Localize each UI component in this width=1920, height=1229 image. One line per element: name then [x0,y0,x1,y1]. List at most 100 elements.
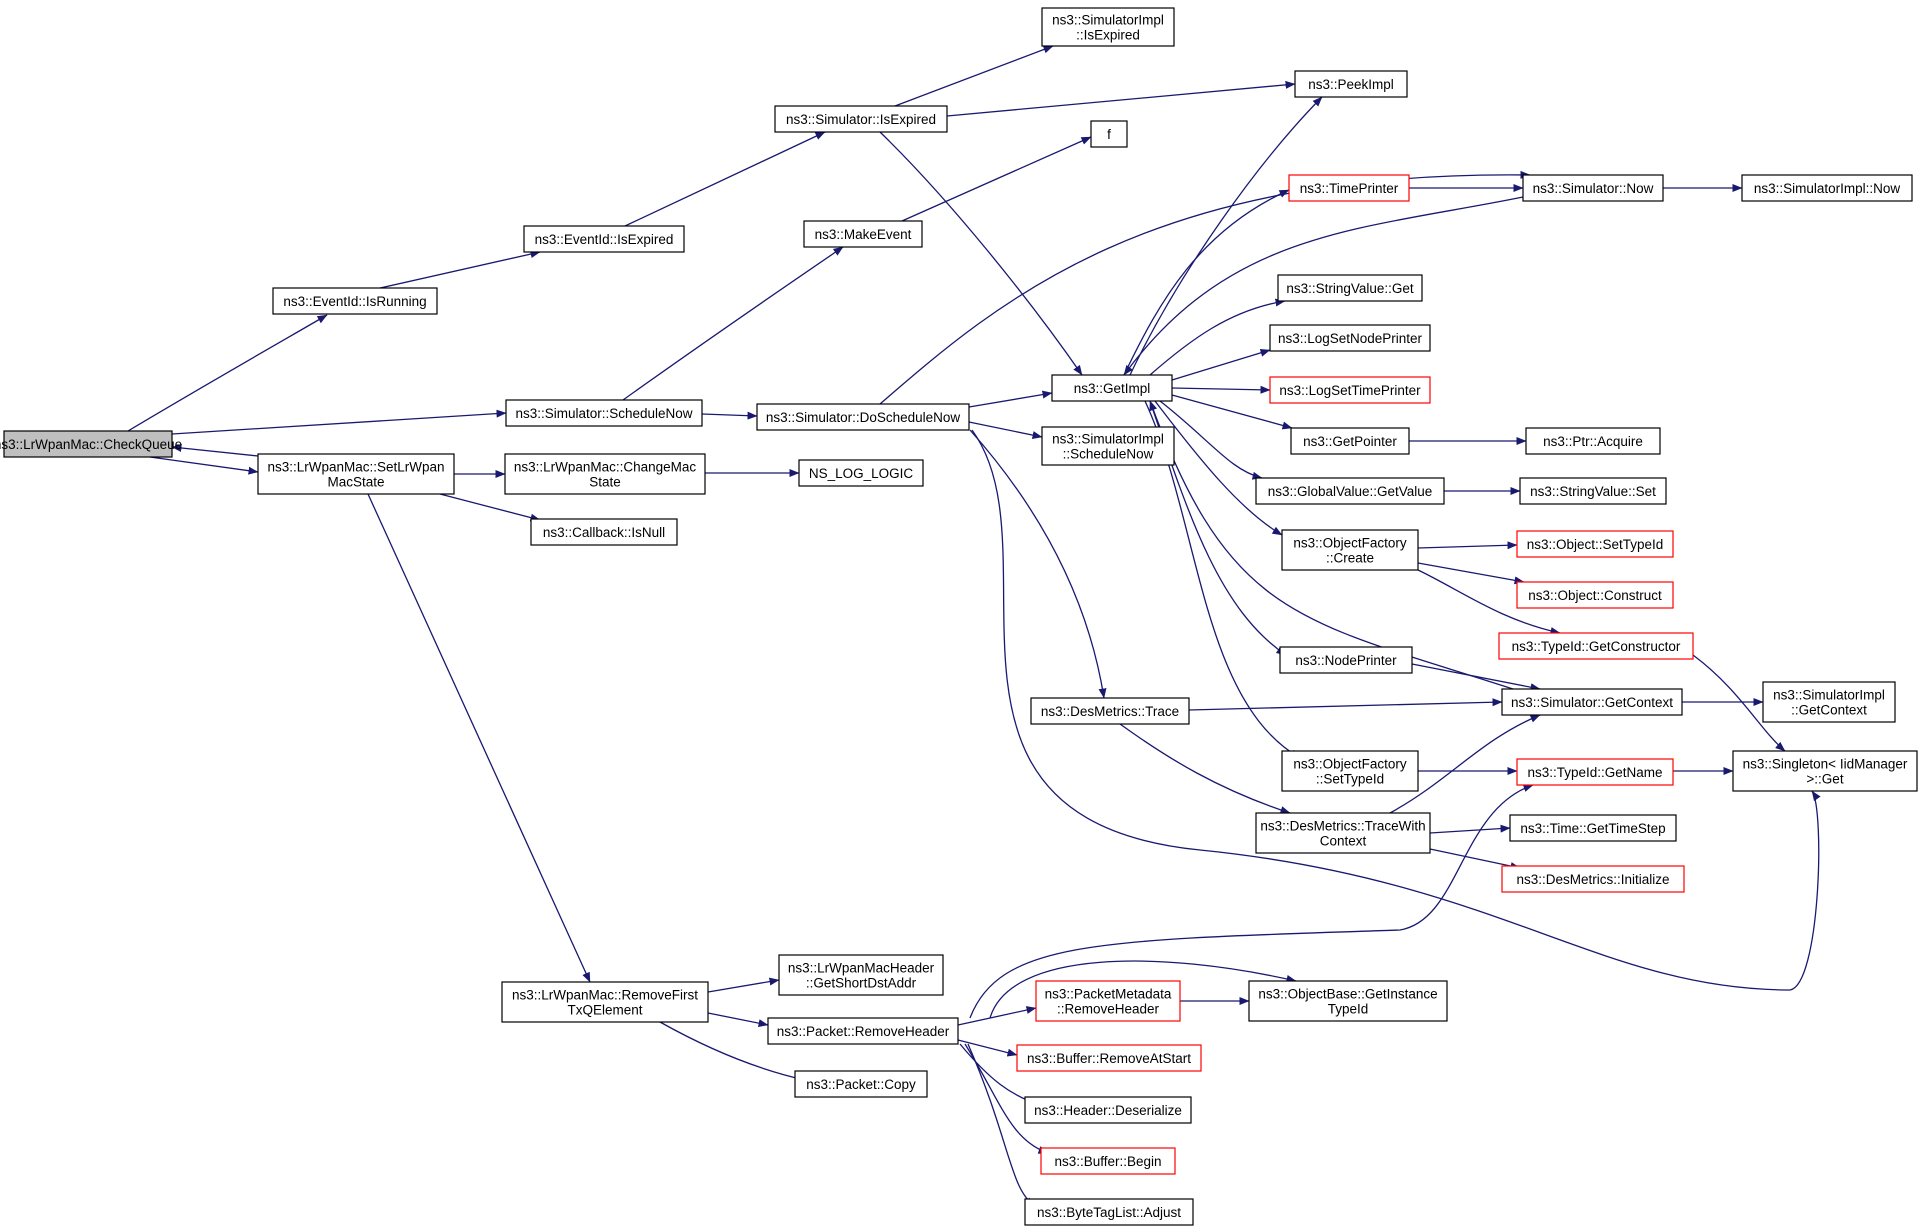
node-box [1030,697,1190,725]
node-box [1501,688,1683,716]
node-simimpl-getcontext[interactable]: ns3::SimulatorImpl::GetContext [1762,681,1896,723]
node-objectfactory-settypeid[interactable]: ns3::ObjectFactory::SetTypeId [1281,750,1419,792]
node-label: ns3::ObjectFactory [1293,757,1407,772]
edge-checkqueue-to-isrunning [127,314,328,432]
node-label: ns3::NodePrinter [1295,653,1397,668]
node-callback-isnull[interactable]: ns3::Callback::IsNull [530,518,678,546]
edge-tracewithcontext-to-simulator-getcontext [1389,714,1541,814]
node-time-gettimestep[interactable]: ns3::Time::GetTimeStep [1509,814,1677,842]
node-label: ns3::Ptr::Acquire [1543,434,1643,449]
node-ptr-acquire[interactable]: ns3::Ptr::Acquire [1525,427,1661,455]
edge-getimpl-to-getpointer [1171,394,1293,430]
node-packet-removeheader[interactable]: ns3::Packet::RemoveHeader [767,1017,959,1045]
node-stringvalue-get[interactable]: ns3::StringValue::Get [1277,274,1423,302]
node-getimpl[interactable]: ns3::GetImpl [1051,374,1173,402]
node-timeprinter[interactable]: ns3::TimePrinter [1288,174,1410,202]
edge-getimpl-to-lognodeprinter [1171,348,1271,381]
node-doschedulenow[interactable]: ns3::Simulator::DoScheduleNow [756,403,970,431]
node-object-settypeid[interactable]: ns3::Object::SetTypeId [1516,530,1674,558]
node-simimpl-now[interactable]: ns3::SimulatorImpl::Now [1741,174,1913,202]
node-box [1509,814,1677,842]
node-box [1024,1096,1192,1124]
edge-simulator-now-to-getimpl [1123,196,1524,376]
node-ns-log-logic[interactable]: NS_LOG_LOGIC [798,459,924,487]
node-box [1522,174,1664,202]
node-isrunning[interactable]: ns3::EventId::IsRunning [272,287,438,315]
edge-getimpl-to-peekimpl [1129,96,1323,376]
edge-eventid-isexpired-to-simulator-isexpired [624,131,826,227]
node-box [1290,427,1410,455]
node-peekimpl[interactable]: ns3::PeekImpl [1294,70,1408,98]
node-label: ::GetShortDstAddr [806,976,917,991]
node-eventid-isexpired[interactable]: ns3::EventId::IsExpired [523,225,685,253]
node-getpointer[interactable]: ns3::GetPointer [1290,427,1410,455]
node-getshortdstaddr[interactable]: ns3::LrWpanMacHeader::GetShortDstAddr [778,954,944,996]
node-nodeprinter[interactable]: ns3::NodePrinter [1279,646,1413,674]
node-lognodeprinter[interactable]: ns3::LogSetNodePrinter [1269,324,1431,352]
node-box [1277,274,1423,302]
node-label: ns3::Simulator::DoScheduleNow [766,410,961,425]
node-box [1281,529,1419,571]
node-schedulenow[interactable]: ns3::Simulator::ScheduleNow [505,399,703,427]
node-box [501,981,709,1023]
node-label: ns3::ObjectBase::GetInstance [1258,987,1437,1002]
node-simulator-getcontext[interactable]: ns3::Simulator::GetContext [1501,688,1683,716]
edge-objectfactory-create-to-object-settypeid [1417,541,1518,550]
node-simimpl-schedulenow[interactable]: ns3::SimulatorImpl::ScheduleNow [1041,426,1175,466]
node-box [1024,1198,1194,1226]
node-simulator-now[interactable]: ns3::Simulator::Now [1522,174,1664,202]
node-box [1051,374,1173,402]
node-buffer-removeatstart[interactable]: ns3::Buffer::RemoveAtStart [1016,1044,1202,1072]
node-header-deserialize[interactable]: ns3::Header::Deserialize [1024,1096,1192,1124]
node-label: ::RemoveHeader [1057,1002,1160,1017]
node-box [1516,758,1674,786]
node-packet-copy[interactable]: ns3::Packet::Copy [794,1070,928,1098]
node-bytetaglist-adjust[interactable]: ns3::ByteTagList::Adjust [1024,1198,1194,1226]
node-simulator-isexpired[interactable]: ns3::Simulator::IsExpired [774,105,948,133]
edge-layer [127,45,1821,1207]
node-simimpl-isexpired[interactable]: ns3::SimulatorImpl::IsExpired [1041,7,1175,47]
node-label: ns3::Simulator::IsExpired [786,112,936,127]
node-box [505,399,703,427]
node-label: ns3::LrWpanMac::RemoveFirst [512,988,698,1003]
node-label: ns3::PeekImpl [1308,77,1394,92]
node-object-construct[interactable]: ns3::Object::Construct [1516,581,1674,609]
node-box [1041,7,1175,47]
node-makeevent[interactable]: ns3::MakeEvent [803,220,923,248]
node-label: State [589,475,621,490]
node-label: ::ScheduleNow [1063,447,1154,462]
edge-typeid-getconstructor-to-singleton-get [1692,654,1786,752]
node-box [1040,1147,1176,1175]
node-label: ns3::Simulator::ScheduleNow [515,406,692,421]
node-label: ns3::LrWpanMac::ChangeMac [514,460,697,475]
node-packetmetadata-removeheader[interactable]: ns3::PacketMetadata::RemoveHeader [1035,980,1181,1022]
node-desmetrics-initialize[interactable]: ns3::DesMetrics::Initialize [1501,865,1685,893]
node-globalvalue-getvalue[interactable]: ns3::GlobalValue::GetValue [1255,477,1445,505]
node-objectfactory-create[interactable]: ns3::ObjectFactory::Create [1281,529,1419,571]
edge-packet-removeheader-to-objectbase-getinstancetypeid [989,960,1297,1019]
node-label: TypeId [1328,1002,1369,1017]
node-buffer-begin[interactable]: ns3::Buffer::Begin [1040,1147,1176,1175]
node-logtimeprinter[interactable]: ns3::LogSetTimePrinter [1269,376,1431,404]
edge-isrunning-to-eventid-isexpired [379,250,541,289]
node-desmetrics-trace[interactable]: ns3::DesMetrics::Trace [1030,697,1190,725]
node-box [767,1017,959,1045]
node-box [1281,750,1419,792]
node-label: ::IsExpired [1076,28,1140,43]
node-label: ns3::StringValue::Get [1286,281,1414,296]
node-stringvalue-set[interactable]: ns3::StringValue::Set [1519,477,1667,505]
node-singleton-get[interactable]: ns3::Singleton< IidManager>::Get [1732,750,1918,792]
node-typeid-getname[interactable]: ns3::TypeId::GetName [1516,758,1674,786]
node-label: ns3::LrWpanMac::CheckQueue [0,437,182,452]
node-box [798,459,924,487]
node-f[interactable]: f [1090,120,1128,148]
node-typeid-getconstructor[interactable]: ns3::TypeId::GetConstructor [1498,632,1694,660]
node-checkqueue[interactable]: ns3::LrWpanMac::CheckQueue [0,430,182,458]
edge-packet-removeheader-to-buffer-removeatstart [957,1039,1018,1057]
